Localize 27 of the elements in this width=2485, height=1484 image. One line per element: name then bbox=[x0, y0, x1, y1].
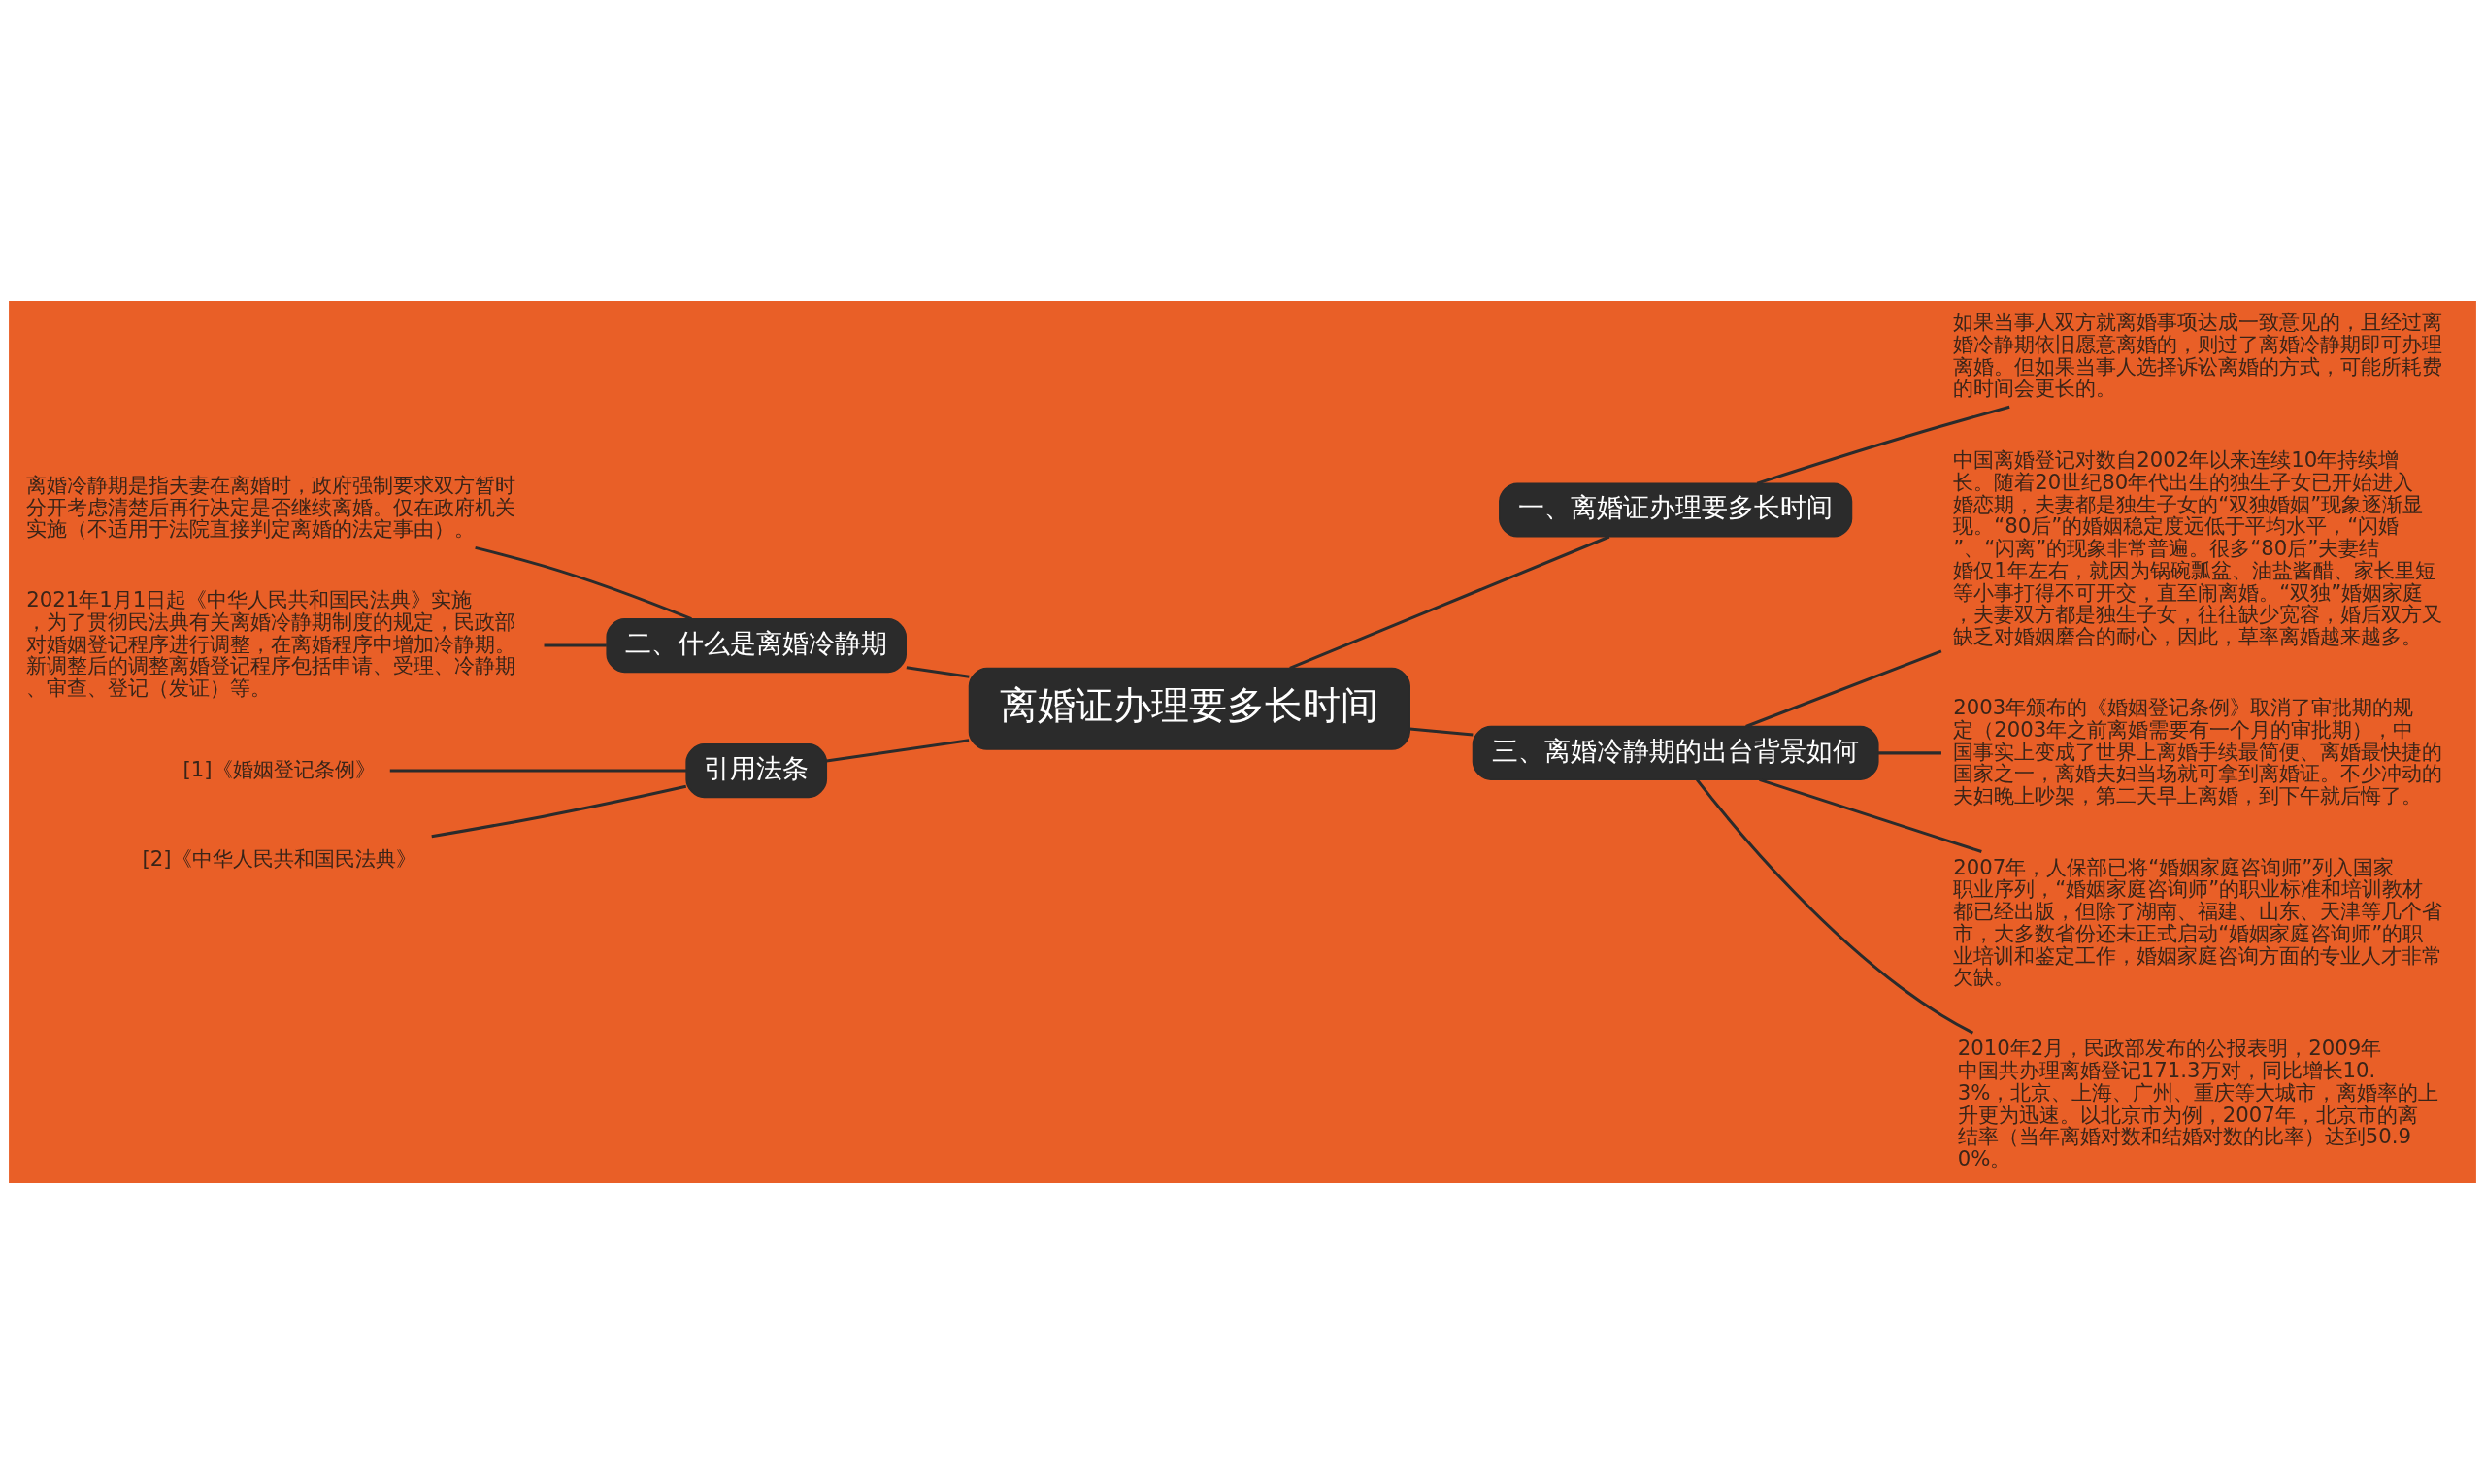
node-text: [2]《中华人民共和国民法典》 bbox=[142, 846, 416, 872]
connector bbox=[389, 769, 687, 773]
node-text: 2003年颁布的《婚姻登记条例》取消了审批期的规定（2003年之前离婚需要有一个月的审批期），中国事实上变成了世界上离婚手续最简便、离婚最快捷的国家之一，离婚夫妇当场就可拿到离婚证。不少冲动的夫妇晚上吵架，第二天早上离婚，到下午就后悔了。 bbox=[1953, 694, 2443, 808]
node-text: 2021年1月1日起《中华人民共和国民法典》实施，为了贯彻民法典有关离婚冷静期制度的规定，民政部对婚姻登记程序进行调整，在离婚程序中增加冷静期。新调整后的调整离婚登记程序包括申请、受理、冷静期、审查、登记（发证）等。 bbox=[26, 587, 516, 701]
node-text: 2007年，人保部已将“婚姻家庭咨询师”列入国家职业序列，“婚姻家庭咨询师”的职业标准和培训教材都已经出版，但除了湖南、福建、山东、天津等几个省市，大多数省份还未正式启动“婚姻家庭咨询师”的职业培训和鉴定工作，婚姻家庭咨询方面的专业人才非常欠缺。 bbox=[1953, 854, 2443, 990]
connector bbox=[906, 666, 970, 678]
node-text: 中国离婚登记对数自2002年以来连续10年持续增长。随着20世纪80年代出生的独生子女已开始进入婚恋期，夫妻都是独生子女的“双独婚姻”现象逐渐显现。“80后”的婚姻稳定度远低于平均水平，“闪婚”、“闪离”的现象非常普遍。很多“80后”夫妻结婚仅1年左右，就因为锅碗瓢盆、油盐酱醋、家长里短等小事打得不可开交，直至闹离婚。“双独”婚姻家庭，夫妻双方都是独生子女，往往缺少宽容，婚后双方又缺乏对婚姻磨合的耐心，因此，草率离婚越来越多。 bbox=[1953, 447, 2443, 649]
node-box: 一、离婚证办理要多长时间 bbox=[1499, 482, 1853, 538]
node-text: 如果当事人双方就离婚事项达成一致意见的，且经过离婚冷静期依旧愿意离婚的，则过了离婚冷静期即可办理离婚。但如果当事人选择诉讼离婚的方式，可能所耗费的时间会更长的。 bbox=[1953, 310, 2443, 401]
connector bbox=[1878, 751, 1941, 755]
connector bbox=[544, 643, 607, 647]
connector bbox=[1759, 777, 1982, 853]
node-box: 三、离婚冷静期的出台背景如何 bbox=[1472, 725, 1879, 780]
node-text: 2010年2月，民政部发布的公报表明，2009年中国共办理离婚登记171.3万对，同比增长10.3%，北京、上海、广州、重庆等大城市，离婚率的上升更为迅速。以北京市为例，2007年，北京市的离结率（当年离婚对数和结婚对数的比率）达到50.90%。 bbox=[1957, 1036, 2439, 1171]
connector bbox=[1696, 778, 1974, 1035]
connector bbox=[431, 784, 687, 839]
node-box: 离婚证办理要多长时间 bbox=[968, 667, 1410, 750]
node-box: 引用法条 bbox=[685, 743, 828, 799]
connector bbox=[1409, 727, 1474, 737]
connector bbox=[475, 545, 692, 621]
connector bbox=[1289, 535, 1610, 670]
node-box: 二、什么是离婚冷静期 bbox=[606, 618, 907, 674]
connector bbox=[1756, 405, 2010, 485]
node-text: 离婚冷静期是指夫妻在离婚时，政府强制要求双方暂时分开考虑清楚后再行决定是否继续离婚。仅在政府机关实施（不适用于法院直接判定离婚的法定事由）。 bbox=[26, 472, 516, 542]
connector bbox=[826, 739, 970, 763]
node-text: [1]《婚姻登记条例》 bbox=[182, 756, 376, 781]
connector bbox=[1745, 649, 1942, 728]
